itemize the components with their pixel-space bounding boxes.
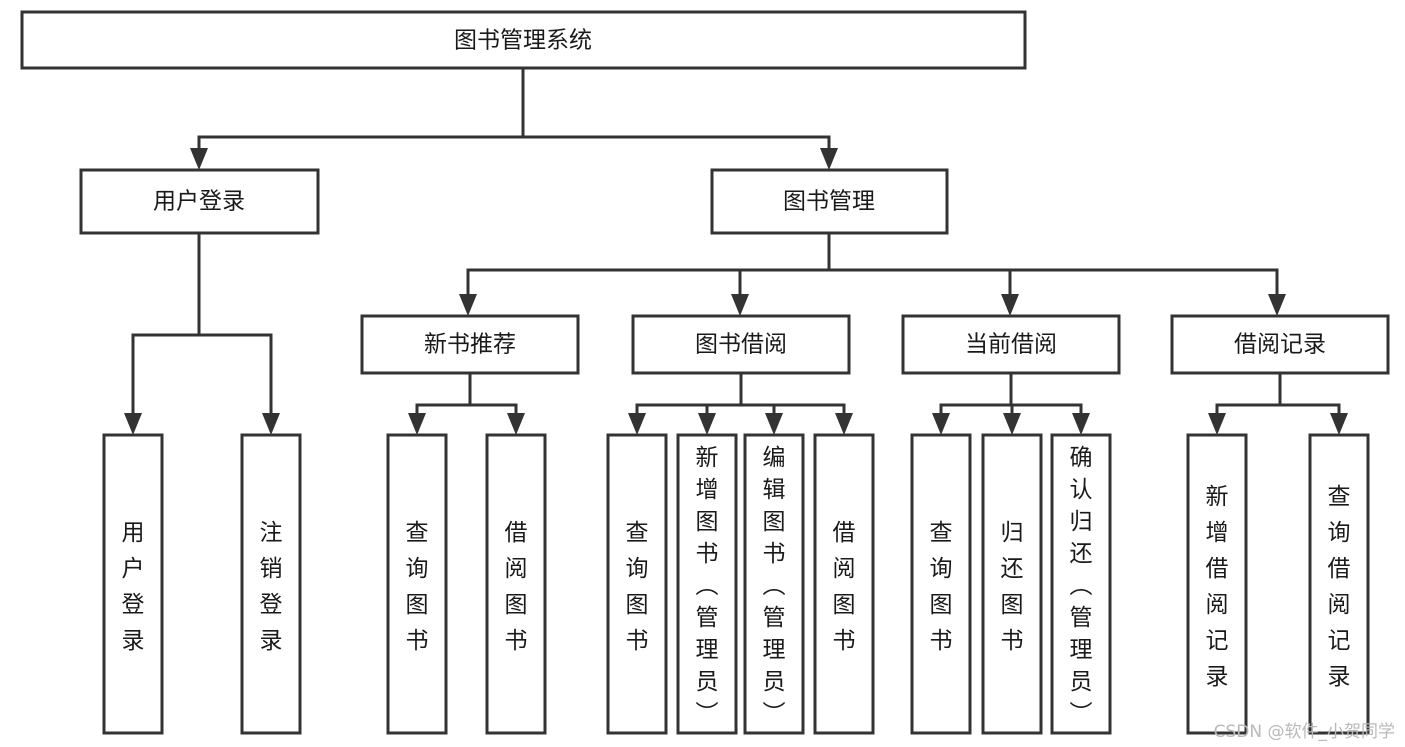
arrowhead-icon-new-book-recommend [459,294,477,316]
node-book-manage-box[interactable] [710,168,949,235]
leaf-box-query-book-2[interactable] [606,433,668,735]
node-borrow-record-box[interactable] [1170,314,1390,375]
leaf-box-borrow-book-1[interactable] [485,433,547,735]
node-current-borrow[interactable]: 当前借阅 [901,314,1121,375]
node-root-box[interactable] [20,10,1027,70]
leaf-box-edit-book[interactable] [743,433,805,735]
node-user-login[interactable]: 用户登录 [79,168,320,235]
node-book-manage[interactable]: 图书管理 [710,168,949,235]
node-book-borrow[interactable]: 图书借阅 [631,314,851,375]
arrowhead-icon-leaf-user-logout [262,413,280,435]
node-user-login-box[interactable] [79,168,320,235]
leaf-box-confirm-return[interactable] [1050,433,1112,735]
node-new-book-recommend-label: 新书推荐 [424,332,516,358]
node-new-book-recommend[interactable]: 新书推荐 [360,314,580,375]
arrowhead-icon-leaf-return-book [1003,413,1021,435]
leaf-box-query-book-3[interactable] [910,433,972,735]
leaf-label-layer: 用户登录 注销登录 查询图书 借阅图书 查询图书 新增图书︵管理员︶ 编辑图书︵管理员︶ 借阅… [122,445,1351,727]
leaf-box-user-login[interactable] [102,433,164,735]
leaf-label-leaf-edit-book: 编辑图书︵管理员︶ [763,445,786,727]
leaf-layer [102,433,1370,735]
leaf-box-borrow-book-2[interactable] [813,433,875,735]
leaf-label-leaf-user-logout: 注销登录 [260,520,283,654]
arrowhead-icon-leaf-user-login [124,413,142,435]
watermark-text: CSDN @软件_小贺同学 [1213,722,1395,742]
arrowhead-icon-book-manage [820,148,838,170]
arrowhead-icon-leaf-query-book-2 [628,413,646,435]
arrowhead-icon-leaf-add-borrow-record [1208,413,1226,435]
leaf-label-leaf-query-book-1: 查询图书 [406,520,429,654]
leaf-label-leaf-borrow-book-1: 借阅图书 [505,520,528,654]
node-root-label: 图书管理系统 [454,28,592,54]
node-new-book-recommend-box[interactable] [360,314,580,375]
leaf-box-add-borrow-record[interactable] [1186,433,1248,735]
node-current-borrow-box[interactable] [901,314,1121,375]
leaf-box-query-book-1[interactable] [386,433,448,735]
arrowhead-icon-leaf-query-borrow-record [1330,413,1348,435]
arrowhead-icon-leaf-query-book-1 [408,413,426,435]
arrowhead-icon-leaf-confirm-return [1072,413,1090,435]
leaf-label-leaf-add-book: 新增图书︵管理员︶ [696,445,719,727]
arrowhead-icon-leaf-borrow-book-2 [835,413,853,435]
arrowhead-icon-user-login [190,148,208,170]
arrowhead-icon-current-borrow [1001,294,1019,316]
arrowhead-icon-leaf-add-book [698,413,716,435]
connector-layer [131,66,1341,415]
leaf-label-leaf-query-book-2: 查询图书 [626,520,649,654]
arrowhead-icon-leaf-edit-book [765,413,783,435]
node-book-manage-label: 图书管理 [783,189,875,215]
node-book-borrow-box[interactable] [631,314,851,375]
node-root[interactable]: 图书管理系统 [20,10,1027,70]
node-current-borrow-label: 当前借阅 [965,332,1057,358]
arrowhead-icon-leaf-query-book-3 [932,413,950,435]
leaf-label-leaf-add-borrow-record: 新增借阅记录 [1206,484,1229,690]
leaf-label-leaf-query-borrow-record: 查询借阅记录 [1328,484,1351,690]
node-user-login-label: 用户登录 [153,189,245,215]
leaf-box-query-borrow-record[interactable] [1308,433,1370,735]
arrowhead-icon-borrow-record [1268,294,1286,316]
node-book-borrow-label: 图书借阅 [695,332,787,358]
leaf-label-leaf-return-book: 归还图书 [1001,520,1024,654]
arrowhead-icon-leaf-borrow-book-1 [507,413,525,435]
leaf-box-add-book[interactable] [676,433,738,735]
node-borrow-record[interactable]: 借阅记录 [1170,314,1390,375]
leaf-label-leaf-user-login: 用户登录 [122,520,145,654]
arrowhead-icon-book-borrow [731,294,749,316]
leaf-box-return-book[interactable] [981,433,1043,735]
leaf-label-leaf-query-book-3: 查询图书 [930,520,953,654]
node-borrow-record-label: 借阅记录 [1234,332,1326,358]
leaf-box-user-logout[interactable] [240,433,302,735]
leaf-label-leaf-confirm-return: 确认归还︵管理员︶ [1070,445,1093,727]
leaf-label-leaf-borrow-book-2: 借阅图书 [833,520,856,654]
